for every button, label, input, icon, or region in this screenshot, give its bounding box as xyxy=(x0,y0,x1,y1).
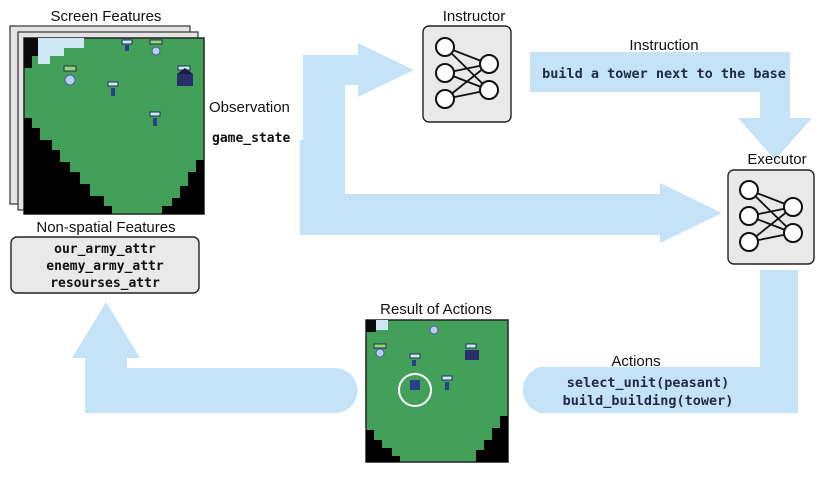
executor-network xyxy=(727,169,815,265)
arrow-result-to-features xyxy=(72,302,358,413)
instruction-label: Instruction xyxy=(629,37,698,54)
action-item: build_building(tower) xyxy=(563,393,734,409)
screen-features-label: Screen Features xyxy=(51,8,162,25)
observation-label: Observation xyxy=(209,99,290,116)
non-spatial-item: resourses_attr xyxy=(50,276,160,291)
arrow-instruction-to-executor xyxy=(530,52,812,160)
arrow-executor-to-actions xyxy=(522,270,798,413)
arrow-to-instructor xyxy=(303,43,414,160)
non-spatial-box xyxy=(10,236,200,294)
selection-circle xyxy=(398,373,432,407)
flow-arrows xyxy=(72,43,812,413)
non-spatial-item: our_army_attr xyxy=(54,242,156,257)
instructor-label: Instructor xyxy=(443,8,506,25)
unit-icons xyxy=(63,39,193,126)
game-state-code: game_state xyxy=(212,131,290,146)
arrow-to-executor xyxy=(300,140,722,243)
instructor-network xyxy=(422,25,512,123)
actions-label: Actions xyxy=(611,353,660,370)
executor-label: Executor xyxy=(747,151,806,168)
action-item: select_unit(peasant) xyxy=(567,375,730,391)
instruction-text: build a tower next to the base xyxy=(542,66,786,82)
result-of-actions-label: Result of Actions xyxy=(380,301,492,318)
game-map-screenshot xyxy=(23,37,205,215)
non-spatial-item: enemy_army_attr xyxy=(46,259,164,274)
result-map-screenshot xyxy=(365,319,509,463)
non-spatial-features-label: Non-spatial Features xyxy=(36,219,175,236)
